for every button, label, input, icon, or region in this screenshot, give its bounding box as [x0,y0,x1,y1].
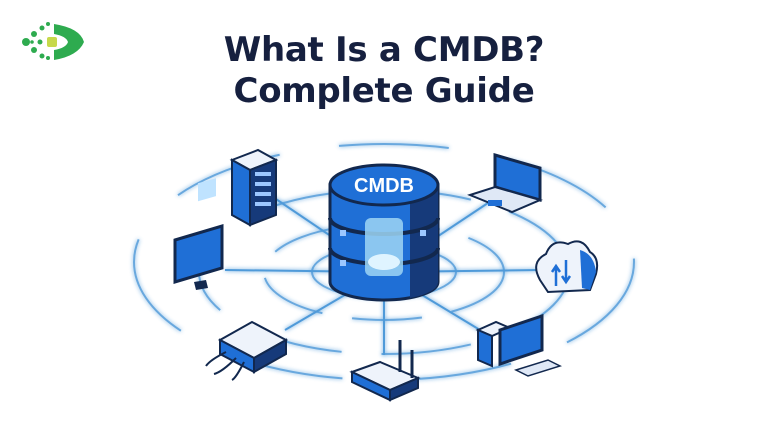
server-icon [229,148,279,227]
page-title: What Is a CMDB? Complete Guide [0,30,768,112]
workstation-icon [475,313,562,377]
green-eye-logo-icon [22,22,84,60]
title-line-2: Complete Guide [233,71,535,111]
router-icon [349,340,421,402]
cloud-sync-icon [535,240,599,294]
cmdb-label: CMDB [354,175,414,197]
title-line-1: What Is a CMDB? [223,30,545,70]
monitor-icon [173,178,224,290]
switch-icon [205,320,289,381]
laptop-icon [467,153,543,214]
cmdb-database-icon: CMDB [328,163,440,302]
